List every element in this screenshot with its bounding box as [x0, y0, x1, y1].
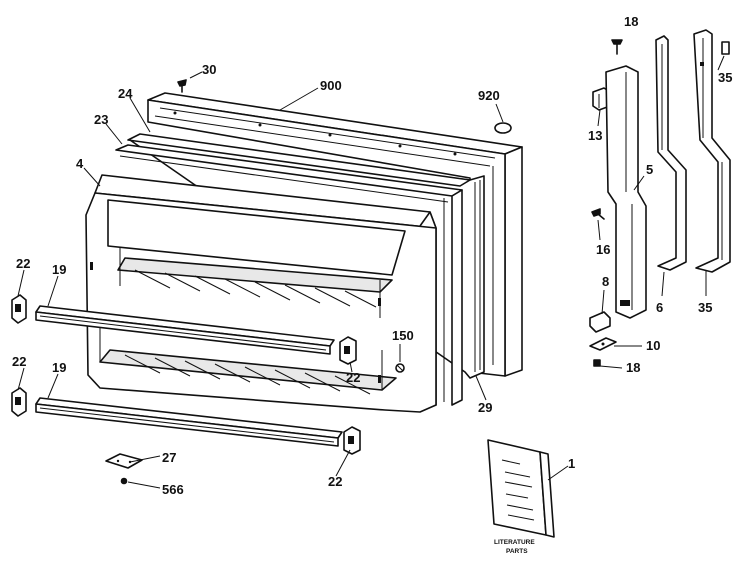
- shelf-end-cap-right-upper: [339, 336, 357, 365]
- hinge-bar-5: [605, 65, 647, 319]
- callout-23: 23: [94, 112, 108, 127]
- callout-30: 30: [202, 62, 216, 77]
- callout-35-bottom: 35: [698, 300, 712, 315]
- callout-13: 13: [588, 128, 602, 143]
- screw-566: [120, 477, 128, 485]
- callout-8: 8: [602, 274, 609, 289]
- breaker-strip-frame: [115, 133, 471, 406]
- bracket-10: [589, 337, 617, 351]
- callout-22-left-upper: 22: [16, 256, 30, 271]
- shelf-bar-lower: [35, 397, 343, 447]
- shelf-bar-upper: [35, 305, 335, 355]
- shelf-end-cap-right-lower: [343, 426, 361, 455]
- callout-10: 10: [646, 338, 660, 353]
- screw-18-top: [611, 39, 623, 55]
- callout-18-top: 18: [624, 14, 638, 29]
- literature-label: LITERATURE: [494, 539, 535, 546]
- callout-24: 24: [118, 86, 133, 101]
- callout-27: 27: [162, 450, 176, 465]
- callout-35-top: 35: [718, 70, 732, 85]
- screw-16: [591, 208, 605, 220]
- callout-22-right-lower: 22: [328, 474, 342, 489]
- callout-6: 6: [656, 300, 663, 315]
- shelf-end-cap-left-lower: [11, 387, 27, 417]
- parts-label: PARTS: [506, 548, 528, 555]
- callout-4: 4: [76, 156, 84, 171]
- callout-920: 920: [478, 88, 500, 103]
- handle-35: [693, 29, 731, 273]
- callout-16: 16: [596, 242, 610, 257]
- screw-150: [395, 363, 405, 373]
- leader-lines: [17, 55, 725, 489]
- callout-22-left-lower: 22: [12, 354, 26, 369]
- callout-19-lower: 19: [52, 360, 66, 375]
- handle-6: [655, 35, 687, 271]
- shelf-end-cap-left-upper: [11, 294, 27, 324]
- callout-22-right-upper: 22: [346, 370, 360, 385]
- callout-18-bottom: 18: [626, 360, 640, 375]
- callout-29: 29: [478, 400, 492, 415]
- callout-900: 900: [320, 78, 342, 93]
- callout-5: 5: [646, 162, 653, 177]
- plug-920: [494, 122, 512, 134]
- inner-door-liner: [85, 174, 437, 413]
- screw-18-bottom: [593, 359, 601, 367]
- callout-1: 1: [568, 456, 575, 471]
- callout-150: 150: [392, 328, 414, 343]
- screw-30: [177, 79, 187, 93]
- literature-booklet: LITERATURE PARTS: [487, 439, 555, 555]
- callout-labels: 18 30 900 920 24 23 4 35 13 5 16 8 6 35 …: [12, 14, 732, 497]
- callout-566: 566: [162, 482, 184, 497]
- callout-19-upper: 19: [52, 262, 66, 277]
- cap-35-top: [721, 41, 730, 55]
- cover-8: [589, 311, 611, 333]
